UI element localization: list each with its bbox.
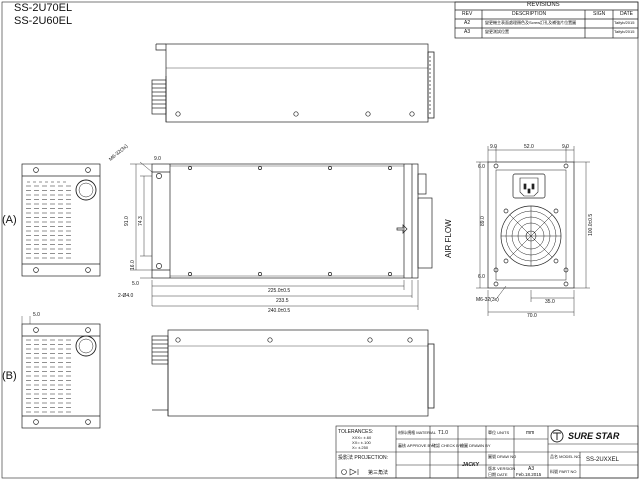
projection-label: 投影法 PROJECTION: bbox=[338, 455, 389, 461]
dim-side-b-5: 5.0 bbox=[33, 312, 40, 318]
rev-row-2-date: Taifyb/2015 bbox=[614, 29, 635, 34]
dim-rear-6a: 6.0 bbox=[478, 164, 485, 170]
tol-row-3: X= ±.250 bbox=[352, 445, 369, 450]
material-label: 材料/規格 MATERIAL bbox=[398, 430, 436, 435]
top-view bbox=[151, 43, 435, 123]
projection-value: 第三角法 bbox=[368, 470, 389, 476]
dim-91-front: 91.0 bbox=[124, 216, 130, 226]
approve-label: 審核 APPROVE BY bbox=[398, 443, 433, 448]
dim-rear-6b: 6.0 bbox=[478, 274, 485, 280]
dim-rear-m6: M6-32(3x) bbox=[476, 297, 499, 303]
date-label: 日期 DATE bbox=[488, 472, 508, 477]
view-label-a: (A) bbox=[2, 214, 17, 226]
company-name: SURE STAR bbox=[568, 431, 620, 441]
rev-row-1-date: Taifyb/2015 bbox=[614, 20, 635, 25]
check-label: 確認 CHECK BY bbox=[432, 443, 462, 448]
dim-5-front: 5.0 bbox=[132, 281, 139, 287]
tolerances-label: TOLERANCES: bbox=[338, 429, 374, 435]
revisions-table bbox=[454, 1, 639, 39]
rev-row-2-description: 變更測試位置 bbox=[485, 29, 509, 34]
date-value: Feb.18.2015 bbox=[516, 472, 542, 477]
side-dimensions bbox=[130, 161, 419, 310]
title-block bbox=[335, 425, 639, 479]
rev-row-2-rev: A3 bbox=[464, 29, 471, 35]
rear-view bbox=[487, 161, 575, 289]
drawno-label: 圖號 DRAW NO bbox=[488, 454, 517, 459]
dim-rear-70: 70.0 bbox=[527, 313, 537, 319]
model-value: SS-2UXXEL bbox=[586, 457, 620, 463]
rev-row-1-rev: A2 bbox=[464, 20, 471, 26]
bottom-side-view bbox=[151, 329, 435, 417]
dim-rear-52: 52.0 bbox=[524, 144, 534, 150]
rev-row-1-description: 變更機主表面處理顏色及Screw訂孔及補強片位置圖 bbox=[485, 20, 577, 25]
drawn-label: 繪圖 DRAWN BY bbox=[460, 443, 491, 448]
airflow-label: AIR FLOW bbox=[444, 219, 453, 258]
dim-9-front: 9.0 bbox=[154, 156, 161, 162]
tol-row-1: XXX= ±.60 bbox=[352, 435, 372, 440]
date-header: DATE bbox=[620, 11, 633, 17]
model-label: 品名 MODEL NO. bbox=[550, 454, 582, 459]
dim-16-front: 16.0 bbox=[130, 260, 136, 270]
revisions-title: REVISIONS bbox=[527, 2, 560, 8]
version-label: 版本 VERSION bbox=[488, 466, 516, 471]
material-value: T1.0 bbox=[438, 430, 449, 436]
dim-rear-35: 35.0 bbox=[545, 299, 555, 305]
dim-74-front: 74.3 bbox=[138, 216, 144, 226]
sign-header: SIGN bbox=[593, 11, 606, 17]
description-header: DESCRIPTION bbox=[512, 11, 547, 17]
dim-rear-100: 100.0±0.5 bbox=[588, 213, 594, 236]
side-view bbox=[151, 163, 433, 279]
dim-233: 233.5 bbox=[276, 298, 289, 304]
drawn-value: JACKY bbox=[462, 462, 479, 468]
model-name-2: SS-2U60EL bbox=[14, 15, 73, 27]
units-label: 單位 UNITS bbox=[488, 430, 510, 435]
front-view-b bbox=[21, 316, 101, 429]
units-value: mm bbox=[526, 430, 535, 436]
front-view-a bbox=[21, 163, 101, 277]
dim-240: 240.0±0.5 bbox=[268, 308, 291, 314]
dim-rear-9b: 9.0 bbox=[562, 144, 569, 150]
rear-dimensions bbox=[476, 146, 590, 316]
dim-rear-9a: 9.0 bbox=[490, 144, 497, 150]
model-name-1: SS-2U70EL bbox=[14, 2, 73, 14]
rev-header: REV bbox=[462, 11, 473, 17]
tol-row-2: XX= ±.100 bbox=[352, 440, 371, 445]
version-value: A3 bbox=[528, 466, 535, 472]
dim-hole-front: 2-Ø4.0 bbox=[118, 293, 134, 299]
part-label: 料號 PART NO bbox=[550, 469, 577, 474]
view-label-b: (B) bbox=[2, 370, 17, 382]
dim-rear-89: 89.0 bbox=[480, 216, 486, 226]
dim-225: 225.0±0.5 bbox=[268, 288, 291, 294]
